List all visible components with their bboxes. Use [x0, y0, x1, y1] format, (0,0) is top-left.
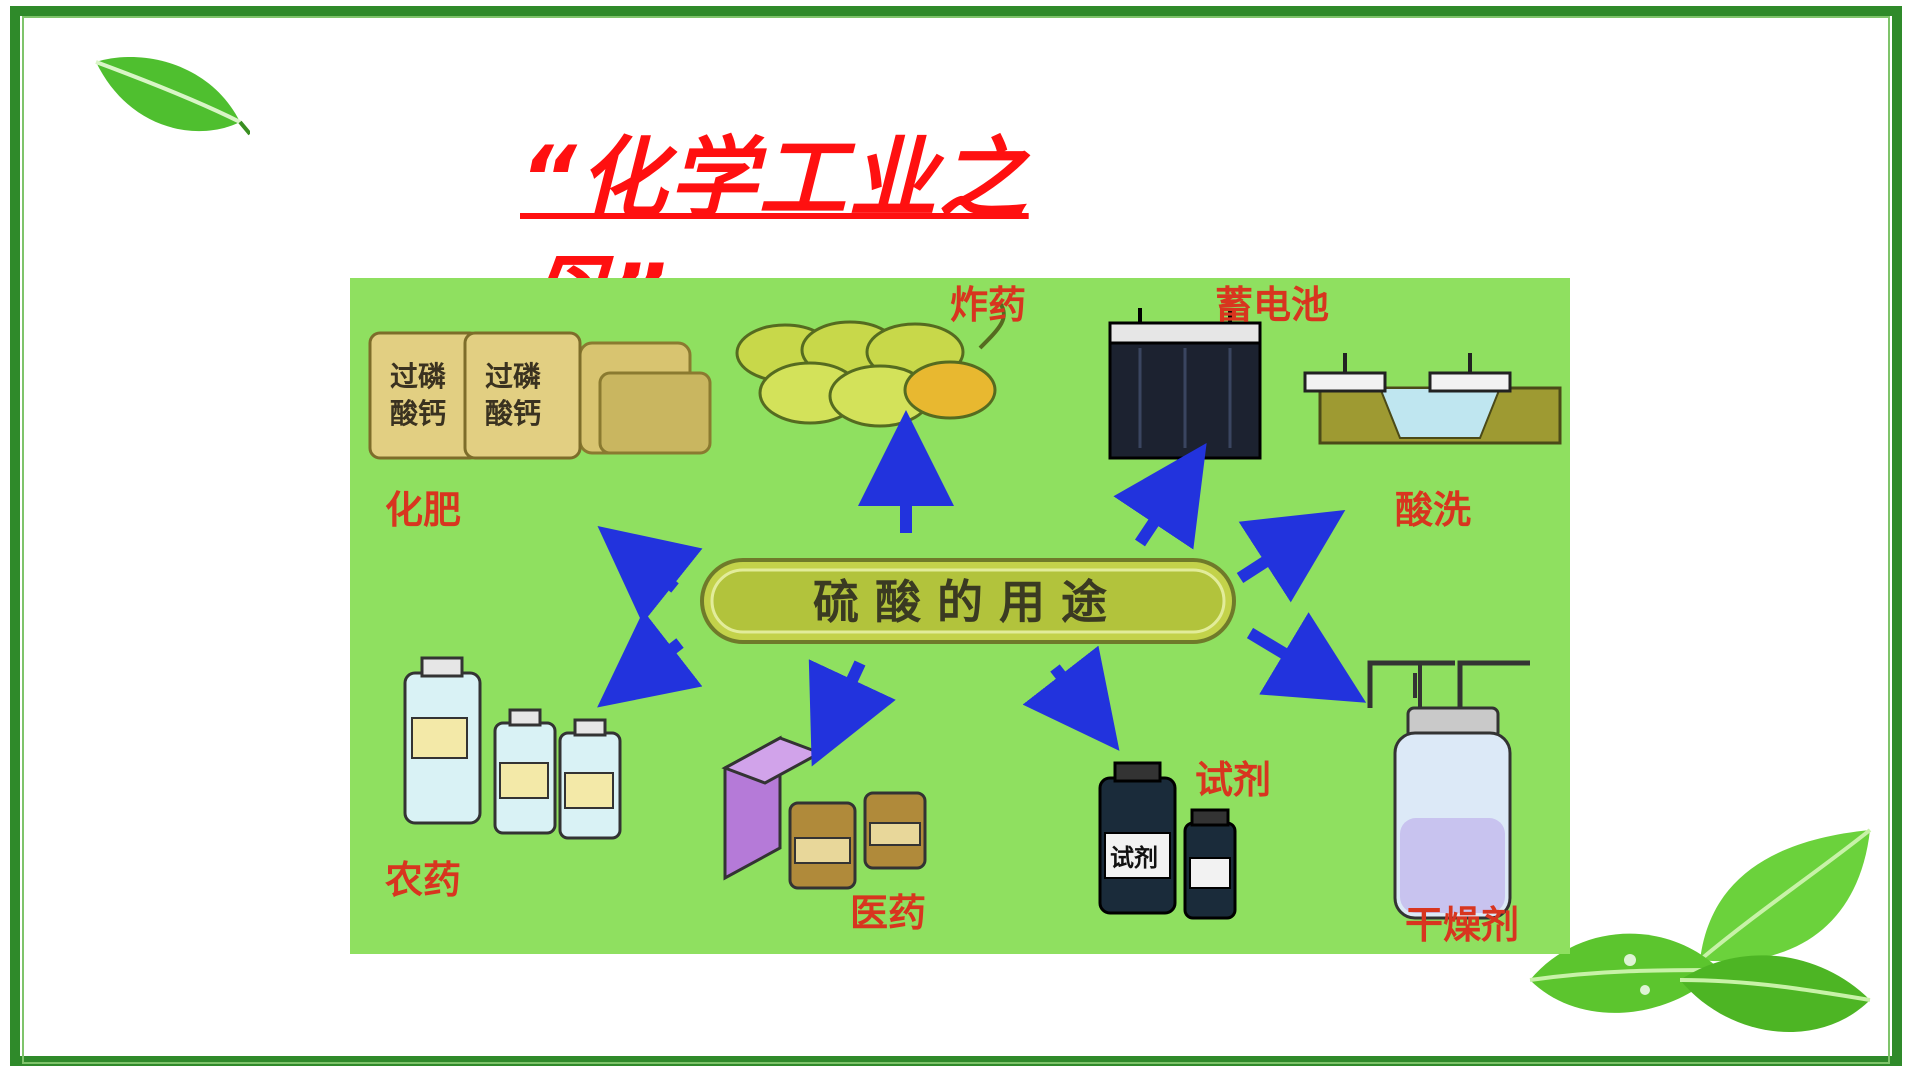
label-fertilizer: 化肥 — [385, 488, 461, 532]
arrows — [597, 410, 1367, 767]
arrow-to-drying-agent — [1246, 612, 1367, 703]
acid-wash-tank-icon — [1303, 353, 1562, 445]
bag-text-2: 酸钙 — [390, 397, 446, 430]
sulfuric-acid-uses-diagram: 过磷 酸钙 过磷 酸钙 — [350, 278, 1570, 954]
arrow-to-reagent — [1022, 645, 1120, 751]
arrow-to-acid-wash — [1236, 509, 1346, 603]
arrow-to-battery — [1113, 443, 1207, 550]
label-acid-wash: 酸洗 — [1395, 488, 1471, 532]
medicine-icon — [721, 735, 927, 890]
arrow-to-pesticide — [597, 610, 703, 708]
drying-bottle-icon — [1367, 660, 1530, 920]
reagent-label-text: 试剂 — [1110, 843, 1158, 872]
label-explosives: 炸药 — [950, 283, 1026, 327]
label-reagent: 试剂 — [1195, 758, 1271, 802]
reagent-bottles-icon: 试剂 — [1098, 761, 1237, 920]
pesticide-bottles-icon — [403, 656, 622, 840]
bag-text-3: 过磷 — [485, 360, 541, 393]
bag-text-4: 酸钙 — [485, 397, 541, 430]
slide-frame — [10, 6, 1902, 1066]
arrow-to-medicine — [808, 659, 896, 767]
battery-icon — [1108, 308, 1262, 460]
fertilizer-bags-icon: 过磷 酸钙 过磷 酸钙 — [368, 331, 712, 460]
leaves-cluster-icon — [1529, 828, 1872, 1033]
explosives-icon — [735, 301, 1006, 428]
label-medicine: 医药 — [850, 891, 926, 935]
slide-frame-inner — [22, 16, 1890, 1064]
arrow-to-fertilizer — [597, 526, 703, 624]
center-plaque: 硫酸的用途 — [700, 558, 1236, 644]
bag-text-1: 过磷 — [390, 360, 446, 393]
label-pesticide: 农药 — [385, 858, 461, 902]
leaf-icon — [95, 57, 250, 136]
label-battery: 蓄电池 — [1215, 283, 1329, 327]
center-title: 硫酸的用途 — [813, 575, 1123, 629]
label-drying-agent: 干燥剂 — [1405, 903, 1519, 947]
